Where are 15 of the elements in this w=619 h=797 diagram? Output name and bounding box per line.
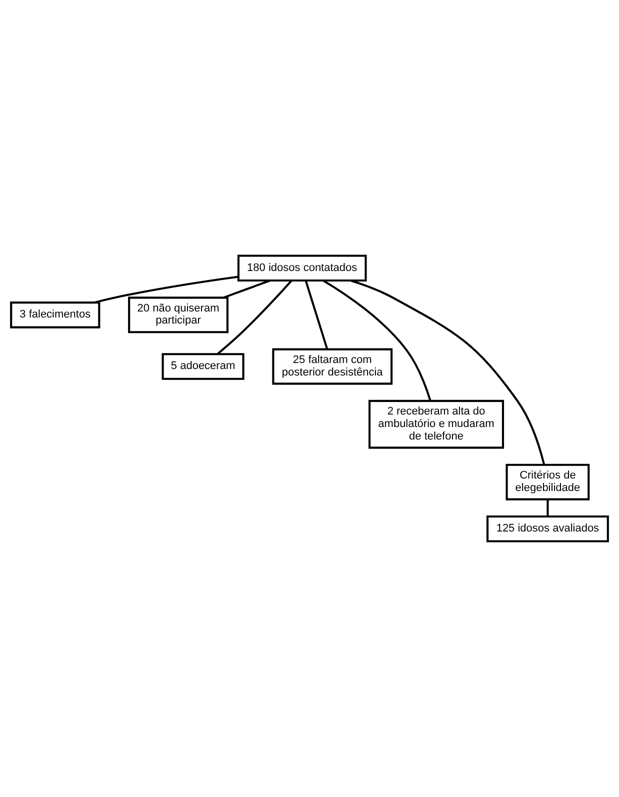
connector <box>304 280 328 350</box>
node-box: 25 faltaram com posterior desistência <box>272 348 393 385</box>
node-box: Critérios de elegebilidade <box>506 464 590 500</box>
node-box: 20 não quiseram participar <box>128 296 228 334</box>
node-box: 5 adoeceram <box>162 353 244 380</box>
node-box: 2 receberam alta do ambulatório e mudaram de telefone <box>368 400 504 449</box>
node-box: 125 idosos avaliados <box>486 515 609 542</box>
connector <box>322 280 432 402</box>
connector <box>546 499 549 516</box>
connector <box>350 280 546 466</box>
connector <box>223 280 270 299</box>
connector <box>216 280 292 355</box>
connector <box>94 276 238 304</box>
node-box: 180 idosos contatados <box>237 254 367 282</box>
node-box: 3 falecimentos <box>10 302 100 328</box>
